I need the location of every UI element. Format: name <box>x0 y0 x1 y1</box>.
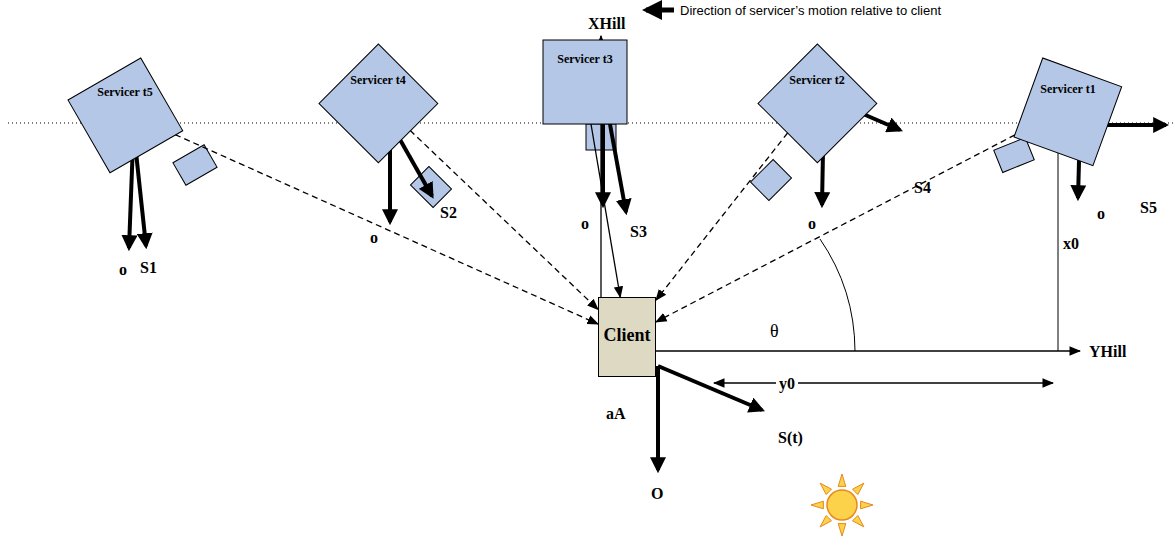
vector-label: o <box>581 216 589 232</box>
vector-label: S4 <box>914 180 931 196</box>
vector-label: o <box>1097 206 1105 222</box>
client-box: Client <box>598 297 656 377</box>
servicer-label: Servicer t5 <box>97 85 152 100</box>
vector-label: S5 <box>1140 200 1157 216</box>
axis-label: YHill <box>1089 344 1126 360</box>
servicer-label: Servicer t1 <box>1040 82 1095 97</box>
x0-line <box>1058 130 1059 351</box>
servicer-box: Servicer t5 <box>68 58 183 173</box>
node-outline <box>1014 58 1122 166</box>
y-axis <box>656 350 1080 351</box>
axis-label: XHill <box>588 16 625 32</box>
vector-label: S(t) <box>778 430 803 446</box>
node-outline <box>758 44 877 163</box>
theta-arc <box>820 239 855 351</box>
servicer-box: Servicer t1 <box>1014 58 1122 166</box>
line-of-sight <box>175 135 598 324</box>
line-of-sight <box>656 133 788 300</box>
y0-dimension <box>714 382 1053 383</box>
line-of-sight <box>591 124 620 297</box>
servicer-label: Servicer t4 <box>350 73 405 88</box>
node-outline <box>319 44 438 163</box>
dimension-label: x0 <box>1063 236 1079 252</box>
vector-label: S3 <box>630 224 647 240</box>
servicer-box: Servicer t2 <box>758 44 877 163</box>
line-of-sight <box>656 135 1015 322</box>
servicer-box: Servicer t3 <box>543 40 627 124</box>
vector-label: O <box>651 486 663 502</box>
client-label: Client <box>604 325 651 346</box>
dimension-label: y0 <box>776 376 798 392</box>
vector-label: o <box>119 262 127 278</box>
node-outline <box>68 58 183 173</box>
servicer-label: Servicer t2 <box>789 73 844 88</box>
servicer-label: Servicer t3 <box>557 52 612 67</box>
attitude-vectors <box>129 86 1166 470</box>
direction-note: Direction of servicer’s motion relative … <box>680 4 941 17</box>
vector-label: S1 <box>140 260 157 276</box>
vector-label: o <box>370 230 378 246</box>
line-of-sight <box>410 130 598 309</box>
direction-arrow <box>646 8 674 13</box>
servicer-box: Servicer t4 <box>319 44 438 163</box>
frame-label: aA <box>606 406 626 422</box>
vector-label: o <box>808 216 816 232</box>
vector-label: S2 <box>440 205 457 221</box>
angle-label: θ <box>770 322 779 340</box>
sun-symbol <box>811 474 873 536</box>
